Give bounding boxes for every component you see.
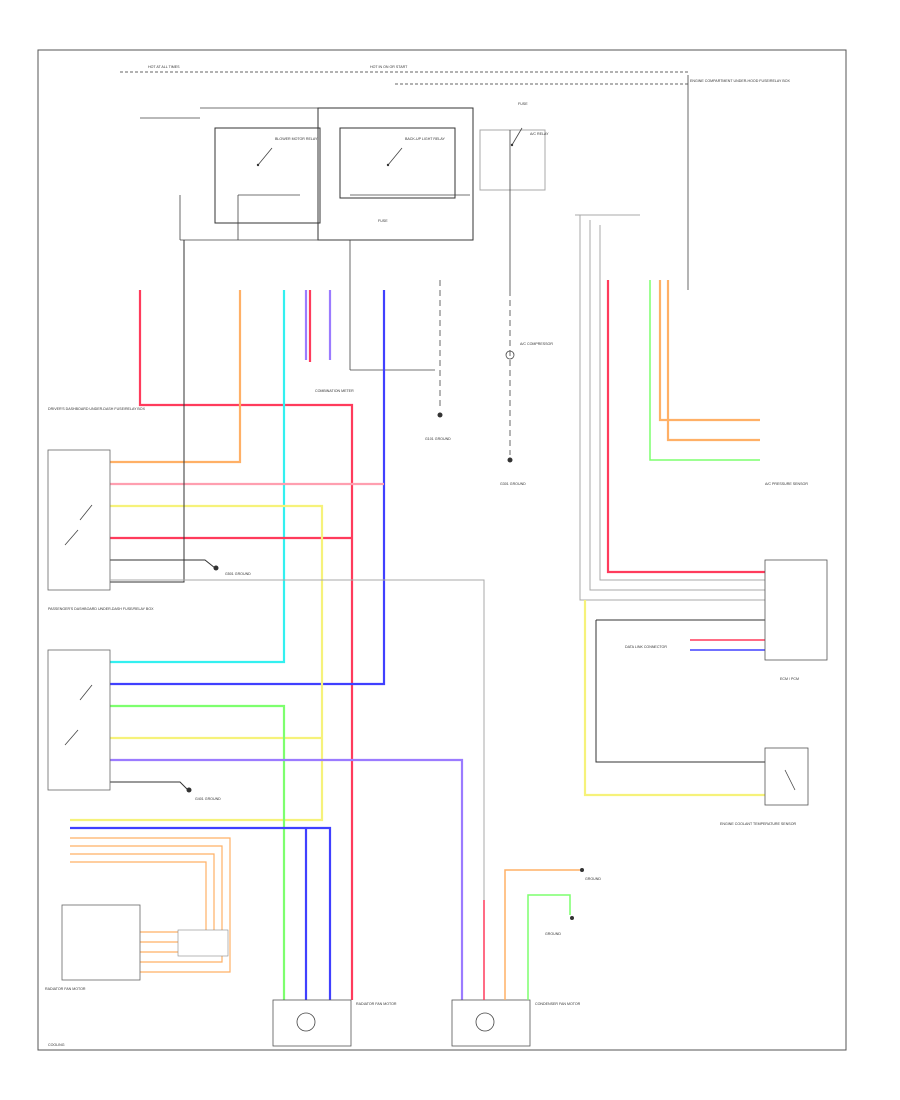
fuse-b-label: FUSE — [378, 219, 388, 223]
bottom-gnd-2-label: GROUND — [545, 932, 561, 936]
compressor-label: A/C COMPRESSOR — [520, 342, 553, 346]
top-right-block-label: ENGINE COMPARTMENT UNDER-HOOD FUSE/RELAY… — [690, 79, 791, 83]
wire-lightgreen — [110, 704, 286, 1000]
wire-red-main — [138, 290, 354, 1000]
ground-left2-label: G401 GROUND — [195, 797, 221, 801]
coolant-switch-label: ENGINE COOLANT TEMPERATURE SENSOR — [720, 822, 796, 826]
bottom-motor-1-label: RADIATOR FAN MOTOR — [356, 1002, 397, 1006]
diagram-frame — [37, 49, 847, 1051]
bottom-left-module-label: RADIATOR FAN MOTOR — [45, 987, 86, 991]
relay-1-label: BLOWER MOTOR RELAY — [275, 137, 318, 141]
data-link-label: DATA LINK CONNECTOR — [625, 645, 667, 649]
power-bus: HOT AT ALL TIMES HOT IN ON OR START — [120, 65, 690, 119]
condenser-fan-motor: CONDENSER FAN MOTOR GROUND GROUND — [110, 579, 601, 1047]
radiator-fan-motor: RADIATOR FAN MOTOR — [272, 999, 397, 1047]
ground-mid-label: G101 GROUND — [425, 437, 451, 441]
top-left-bus-label: HOT AT ALL TIMES — [148, 65, 180, 69]
wire-orange-bottom — [70, 837, 231, 973]
wire-violet — [304, 290, 332, 360]
coolant-sensor-box: ENGINE COOLANT TEMPERATURE SENSOR — [720, 747, 809, 826]
wire-black-left — [110, 240, 219, 793]
wire-orange-left — [110, 290, 242, 464]
relay-3-label: A/C RELAY — [530, 132, 549, 136]
wire-yellow-left — [70, 504, 324, 822]
fuse-a-label: FUSE — [518, 102, 528, 106]
pressure-sensor-label: A/C PRESSURE SENSOR — [765, 482, 808, 486]
bottom-gnd-1-label: GROUND — [585, 877, 601, 881]
right-box-label: ECM / PCM — [780, 677, 799, 681]
bottom-motor-2-label: CONDENSER FAN MOTOR — [535, 1002, 581, 1006]
relay-2-label: BACK-UP LIGHT RELAY — [405, 137, 446, 141]
ecm-box: ECM / PCM — [764, 559, 828, 681]
left-relay-block-1: DRIVER'S DASHBOARD UNDER-DASH FUSE/RELAY… — [47, 407, 251, 591]
left-block-2-label: PASSENGER'S DASHBOARD UNDER-DASH FUSE/RE… — [48, 607, 154, 611]
left-block-1-label: DRIVER'S DASHBOARD UNDER-DASH FUSE/RELAY… — [48, 407, 146, 411]
wire-blue-bottom — [70, 826, 332, 1000]
wire-right-group — [575, 214, 765, 797]
wire-pink — [110, 482, 384, 540]
mid-module-label: COMBINATION METER — [315, 389, 354, 393]
wire-blue — [110, 290, 386, 686]
wire-lavender — [110, 758, 464, 1000]
bottom-left-module: RADIATOR FAN MOTOR — [45, 904, 229, 991]
left-relay-block-2: PASSENGER'S DASHBOARD UNDER-DASH FUSE/RE… — [47, 607, 221, 801]
ground-right-label: G301 GROUND — [500, 482, 526, 486]
compressor-circuit: A/C COMPRESSOR G301 GROUND G101 GROUND C… — [315, 240, 553, 486]
ground-left-label: G501 GROUND — [225, 572, 251, 576]
top-right-label: ENGINE COMPARTMENT UNDER-HOOD FUSE/RELAY… — [687, 75, 791, 290]
relay-block: BLOWER MOTOR RELAY BACK-UP LIGHT RELAY A… — [179, 102, 549, 290]
wire-cyan — [110, 290, 286, 664]
top-mid-bus-label: HOT IN ON OR START — [370, 65, 408, 69]
footer-label: COOLING — [48, 1043, 65, 1047]
